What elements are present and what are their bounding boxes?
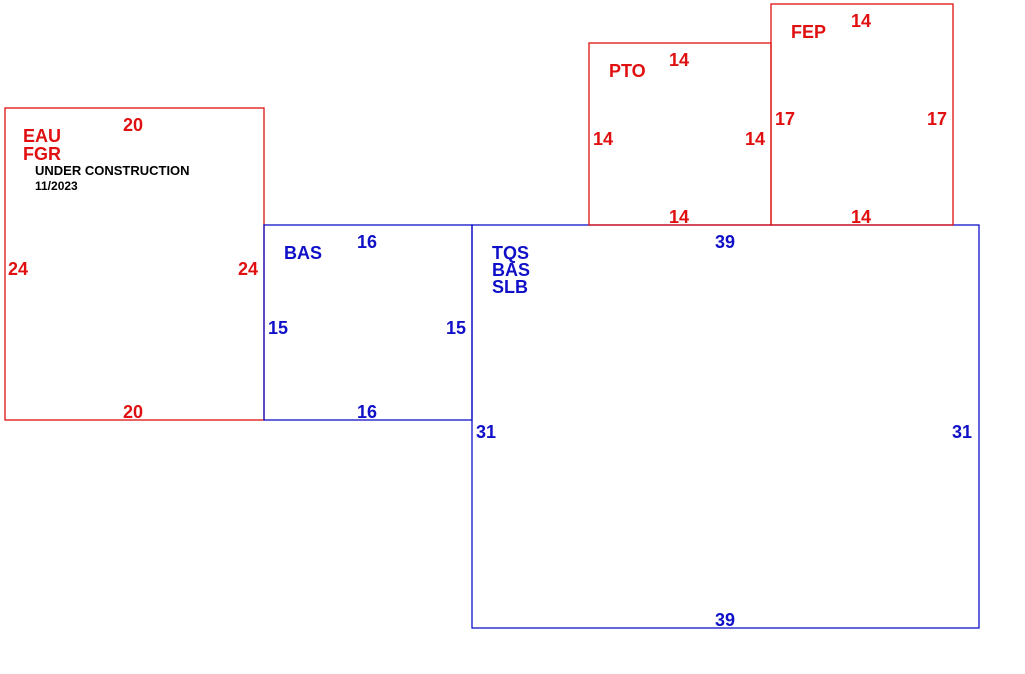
dimension-left: 31: [476, 422, 496, 442]
area-code-label: FGR: [23, 144, 61, 164]
dimension-bottom: 39: [715, 610, 735, 630]
dimension-right: 14: [745, 129, 765, 149]
dimension-left: 24: [8, 259, 28, 279]
dimension-left: 14: [593, 129, 613, 149]
dimension-bottom: 16: [357, 402, 377, 422]
section-note: UNDER CONSTRUCTION: [35, 163, 190, 178]
section-outline-main: [471, 224, 980, 629]
area-code-label: TQS: [492, 243, 529, 263]
dimension-bottom: 20: [123, 402, 143, 422]
dimension-top: 14: [851, 11, 871, 31]
section-bas: BAS 16 16 15 15: [263, 224, 473, 422]
section-fep: FEP 14 14 17 17: [770, 3, 954, 227]
area-code-label: FEP: [791, 22, 826, 42]
dimension-top: 14: [669, 50, 689, 70]
area-code-label: EAU: [23, 126, 61, 146]
section-note: 11/2023: [35, 179, 78, 193]
area-code-label: SLB: [492, 277, 528, 297]
dimension-right: 15: [446, 318, 466, 338]
section-outline-fep: [770, 3, 954, 226]
dimension-right: 31: [952, 422, 972, 442]
area-code-label: BAS: [284, 243, 322, 263]
dimension-bottom: 14: [851, 207, 871, 227]
dimension-left: 17: [775, 109, 795, 129]
dimension-right: 24: [238, 259, 258, 279]
dimension-top: 39: [715, 232, 735, 252]
area-code-label: PTO: [609, 61, 646, 81]
dimension-left: 15: [268, 318, 288, 338]
dimension-top: 16: [357, 232, 377, 252]
section-pto: PTO 14 14 14 14: [588, 42, 772, 227]
dimension-top: 20: [123, 115, 143, 135]
area-code-label: BAS: [492, 260, 530, 280]
dimension-right: 17: [927, 109, 947, 129]
dimension-bottom: 14: [669, 207, 689, 227]
